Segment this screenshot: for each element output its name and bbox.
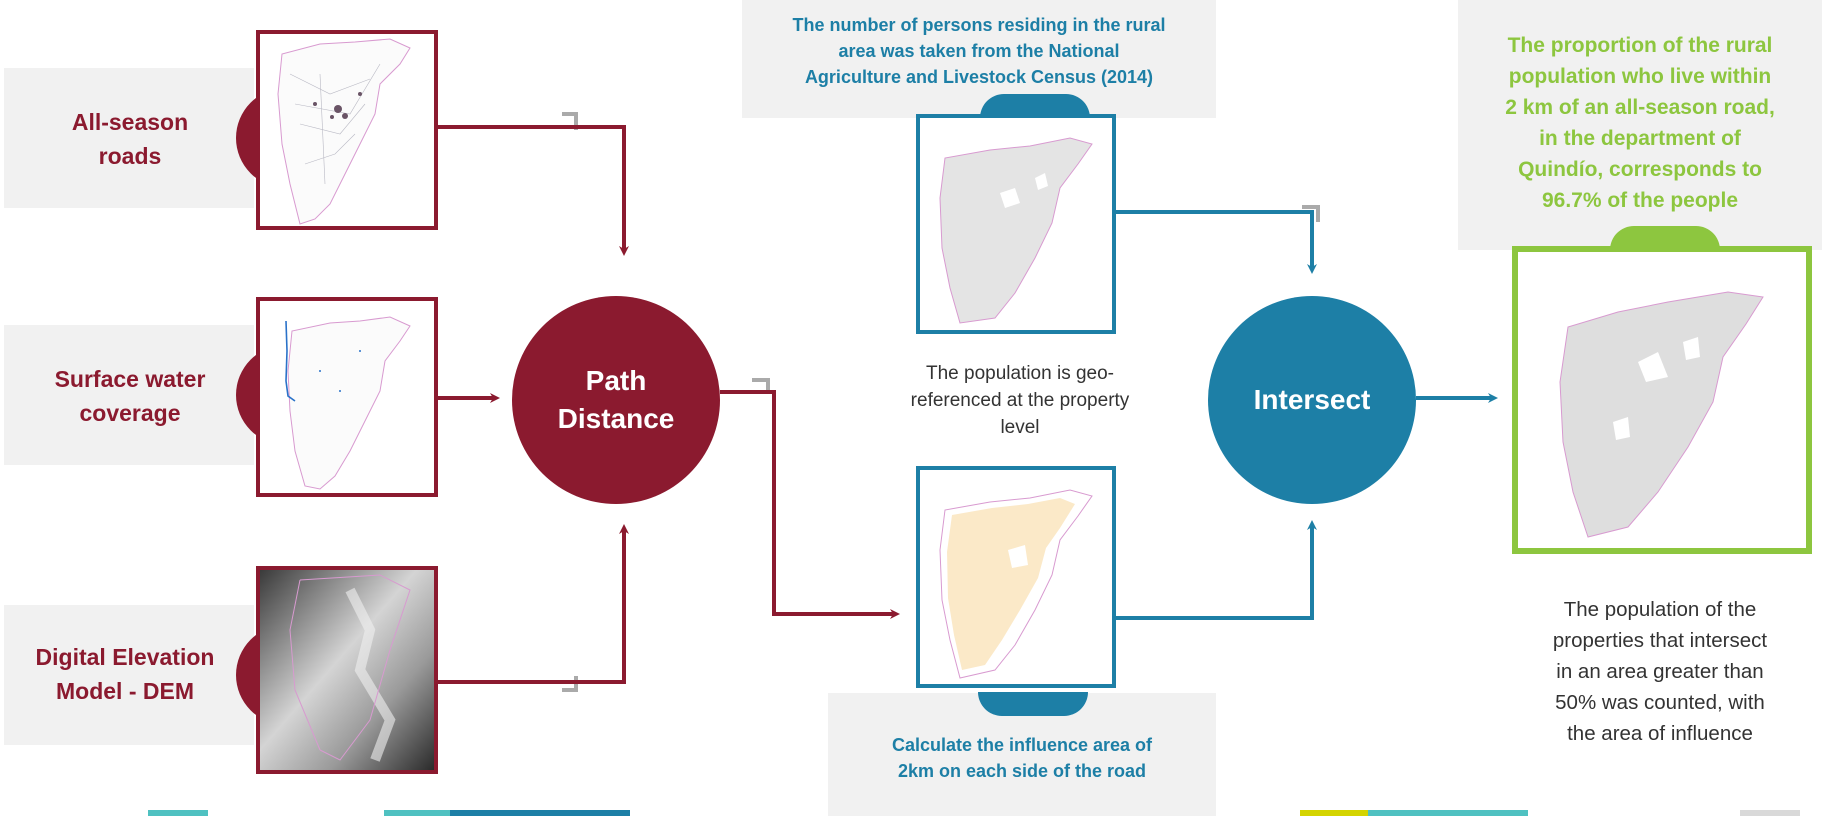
roads-map-image [256,30,438,230]
bottom-accent-bar-5 [1368,810,1528,816]
result-note: The proportion of the rural population w… [1505,34,1775,212]
bottom-accent-bar-3 [450,810,630,816]
water-label-panel [4,325,254,465]
path-distance-label: Path Distance [557,365,675,434]
bottom-accent-bar-4 [1300,810,1368,816]
counting-method-note: The population of the properties that in… [1552,598,1768,745]
intersect-step: Intersect [1208,296,1416,504]
intersect-label: Intersect [1253,384,1371,415]
dem-map-image [256,566,438,774]
bottom-accent-bar-6 [1740,810,1800,816]
population-map-image [916,114,1116,334]
census-note-panel [742,0,1216,118]
water-map-image [256,297,438,497]
roads-label-panel [4,68,254,208]
dem-label-panel [4,605,254,745]
result-note-panel [1458,0,1822,250]
influence-note: Calculate the influence area of 2km on e… [891,735,1153,781]
dem-label: Digital Elevation Model - DEM [35,644,215,704]
path-distance-step: Path Distance [512,296,720,504]
water-label: Surface water coverage [54,366,206,426]
census-note: The number of persons residing in the ru… [792,15,1166,87]
influence-tab [978,692,1088,716]
result-map-image [1512,246,1812,554]
roads-label: All-season roads [71,109,189,169]
bottom-accent-bar-1 [148,810,208,816]
bottom-accent-bar-2 [384,810,450,816]
geo-referenced-note: The population is geo- referenced at the… [910,363,1130,438]
influence-map-image [916,466,1116,688]
